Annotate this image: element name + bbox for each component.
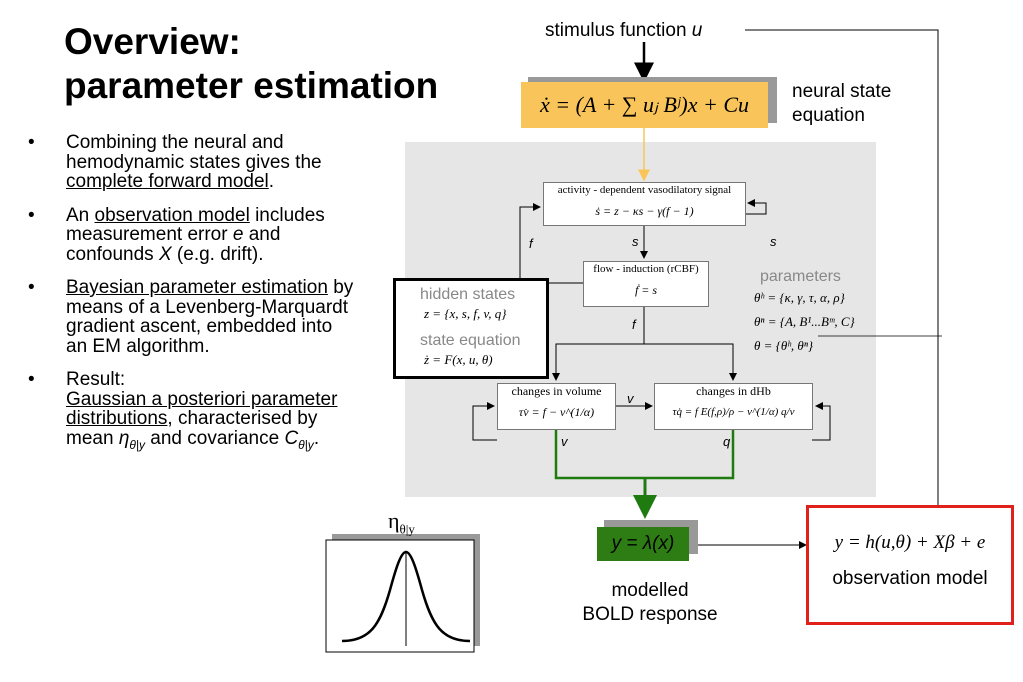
bullet-list: • Combining the neural and hemodynamic s… bbox=[28, 133, 358, 469]
bullet-forward-model: • Combining the neural and hemodynamic s… bbox=[28, 133, 358, 192]
eta-subscript: θ|y bbox=[129, 437, 146, 452]
bullet-underlined: observation model bbox=[94, 204, 250, 226]
flow-to-dhb-arrow bbox=[644, 343, 737, 381]
f-feedback-loop bbox=[519, 203, 584, 284]
bullet-text: and confounds bbox=[66, 224, 281, 265]
gaussian-subscript: θ|y bbox=[399, 521, 415, 537]
activity-title: activity - dependent vasodilatory signal bbox=[557, 184, 732, 196]
activity-equation: ṡ = z − κs − γ(f − 1) bbox=[595, 204, 694, 218]
state-equation-label: state equation bbox=[420, 332, 521, 349]
label-f-left: f bbox=[529, 236, 533, 251]
stimulus-text: stimulus function bbox=[545, 20, 692, 41]
stimulus-var: u bbox=[691, 20, 703, 41]
bullet-text: Combining the neural and hemodynamic sta… bbox=[66, 132, 322, 173]
flow-box: flow - induction (rCBF) ḟ = s bbox=[583, 261, 709, 307]
flow-equation: ḟ = s bbox=[634, 283, 658, 297]
neural-label-line-1: neural state bbox=[792, 81, 892, 102]
state-equation: ż = F(x, u, θ) bbox=[424, 352, 493, 367]
label-q-low: q bbox=[723, 434, 731, 449]
observation-model-label: observation model bbox=[832, 568, 988, 589]
volume-equation: τv̇ = f − v^(1/α) bbox=[518, 405, 595, 419]
gaussian-eta: η bbox=[388, 508, 400, 533]
bullet-result: • Result:Gaussian a posteriori parameter… bbox=[28, 370, 358, 455]
label-f-mid: f bbox=[632, 317, 636, 332]
v-feedback-loop bbox=[472, 402, 497, 441]
parameters-group: parameters θʰ = {κ, γ, τ, α, ρ} θⁿ = {A,… bbox=[754, 268, 855, 354]
green-output-line bbox=[554, 430, 735, 480]
bullet-text: Result: bbox=[66, 369, 126, 390]
bullet-text: . bbox=[268, 171, 275, 192]
flow-to-volume-arrow bbox=[552, 306, 645, 381]
label-s-mid: s bbox=[632, 234, 639, 249]
volume-box: changes in volume τv̇ = f − v^(1/α) bbox=[497, 383, 616, 430]
stimulus-label: stimulus function u bbox=[545, 20, 702, 42]
stimulus-to-observation-line bbox=[745, 29, 942, 525]
label-v-low: v bbox=[561, 434, 568, 449]
label-s-right: s bbox=[770, 234, 777, 249]
bullet-marker: • bbox=[28, 369, 35, 390]
covariance-subscript: θ|y bbox=[298, 437, 314, 452]
activity-box: activity - dependent vasodilatory signal… bbox=[543, 182, 746, 226]
hidden-states-label: hidden states bbox=[420, 286, 516, 303]
parameter-theta: θ = {θʰ, θⁿ} bbox=[754, 338, 814, 353]
volume-title: changes in volume bbox=[511, 384, 602, 398]
bullet-underlined: complete forward model bbox=[66, 171, 269, 192]
dhb-box: changes in dHb τq̇ = f E(f,ρ)/ρ − v^(1/α… bbox=[654, 383, 813, 430]
parameter-theta-n: θⁿ = {A, B¹...Bᵐ, C} bbox=[754, 314, 855, 329]
bullet-observation-model: • An observation model includes measurem… bbox=[28, 204, 358, 265]
dhb-title: changes in dHb bbox=[696, 384, 771, 398]
observation-model-box: y = h(u,θ) + Xβ + e observation model bbox=[806, 505, 1014, 625]
bullet-italic: e bbox=[232, 224, 244, 245]
neural-label-line-2: equation bbox=[792, 105, 865, 126]
bullet-text: includes measurement error bbox=[66, 204, 325, 245]
hidden-states-equation: z = {x, s, f, v, q} bbox=[424, 306, 507, 321]
bullet-text: An bbox=[66, 204, 95, 226]
title-line-2: parameter estimation bbox=[64, 65, 439, 106]
s-feedback-loop bbox=[744, 199, 767, 215]
title-line-1: Overview: bbox=[64, 21, 241, 62]
bold-label-line-2: BOLD response bbox=[582, 604, 718, 625]
neural-state-equation: ẋ = (A + ∑ uⱼ Bʲ)x + Cu bbox=[521, 82, 768, 128]
bullet-bayesian-estimation: • Bayesian parameter estimation by means… bbox=[28, 278, 358, 356]
label-v-mid: v bbox=[627, 391, 634, 406]
bullet-text: , characterised by mean bbox=[66, 408, 318, 449]
gaussian-curve bbox=[341, 550, 471, 643]
bullet-italic: X bbox=[158, 243, 172, 265]
dhb-equation: τq̇ = f E(f,ρ)/ρ − v^(1/α) q/v bbox=[672, 406, 795, 418]
observation-equation: y = h(u,θ) + Xβ + e bbox=[834, 532, 986, 553]
bullet-text: . bbox=[313, 427, 320, 449]
bold-response-label: modelled BOLD response bbox=[565, 579, 735, 627]
bullet-marker: • bbox=[28, 204, 35, 226]
covariance-symbol: C bbox=[284, 427, 299, 449]
bold-label-line-1: modelled bbox=[611, 580, 689, 601]
bullet-marker: • bbox=[28, 132, 35, 153]
parameter-theta-h: θʰ = {κ, γ, τ, α, ρ} bbox=[754, 290, 845, 305]
bullet-underlined: Gaussian a posteriori parameter distribu… bbox=[66, 388, 338, 429]
gaussian-label: ηθ|y bbox=[388, 508, 415, 537]
parameters-label: parameters bbox=[760, 268, 841, 285]
bold-response-equation: y = λ(x) bbox=[597, 527, 689, 561]
hidden-states-box: hidden states z = {x, s, f, v, q} state … bbox=[393, 278, 549, 379]
bullet-text: by means of a Levenberg-Marquardt gradie… bbox=[66, 277, 354, 357]
neural-state-label: neural state equation bbox=[792, 80, 891, 128]
bullet-text: and covariance bbox=[145, 427, 285, 449]
q-feedback-loop bbox=[812, 402, 831, 441]
flow-title: flow - induction (rCBF) bbox=[593, 263, 699, 275]
bullet-marker: • bbox=[28, 277, 35, 298]
bullet-text: (e.g. drift). bbox=[171, 243, 264, 265]
bullet-underlined: Bayesian parameter estimation bbox=[66, 277, 328, 298]
page-title: Overview: parameter estimation bbox=[64, 20, 464, 108]
eta-symbol: η bbox=[118, 427, 130, 449]
